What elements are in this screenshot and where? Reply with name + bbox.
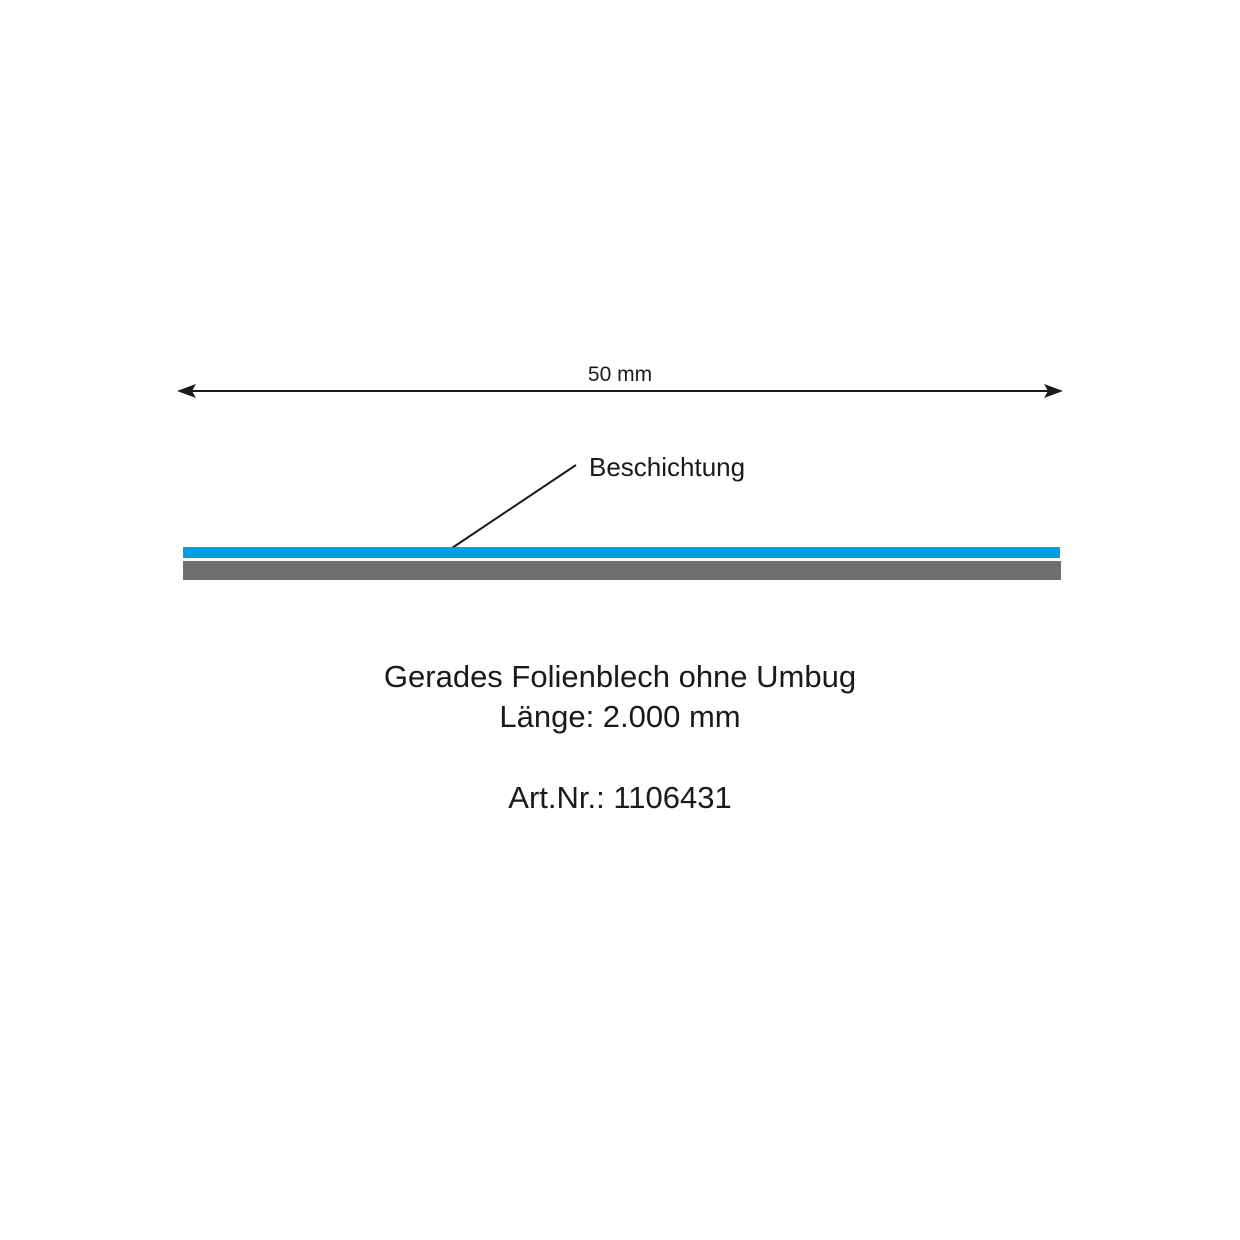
dimension-arrow-left bbox=[177, 384, 196, 398]
dimension-label: 50 mm bbox=[587, 363, 653, 386]
sheet-metal bbox=[183, 561, 1061, 580]
coating-label: Beschichtung bbox=[589, 452, 746, 482]
coating-layer bbox=[183, 547, 1060, 558]
coating-leader-line bbox=[451, 464, 577, 549]
product-length: Länge: 2.000 mm bbox=[499, 699, 741, 734]
dimension-arrow-right bbox=[1044, 384, 1063, 398]
product-title: Gerades Folienblech ohne Umbug bbox=[383, 659, 857, 694]
article-number: Art.Nr.: 1106431 bbox=[508, 780, 732, 815]
